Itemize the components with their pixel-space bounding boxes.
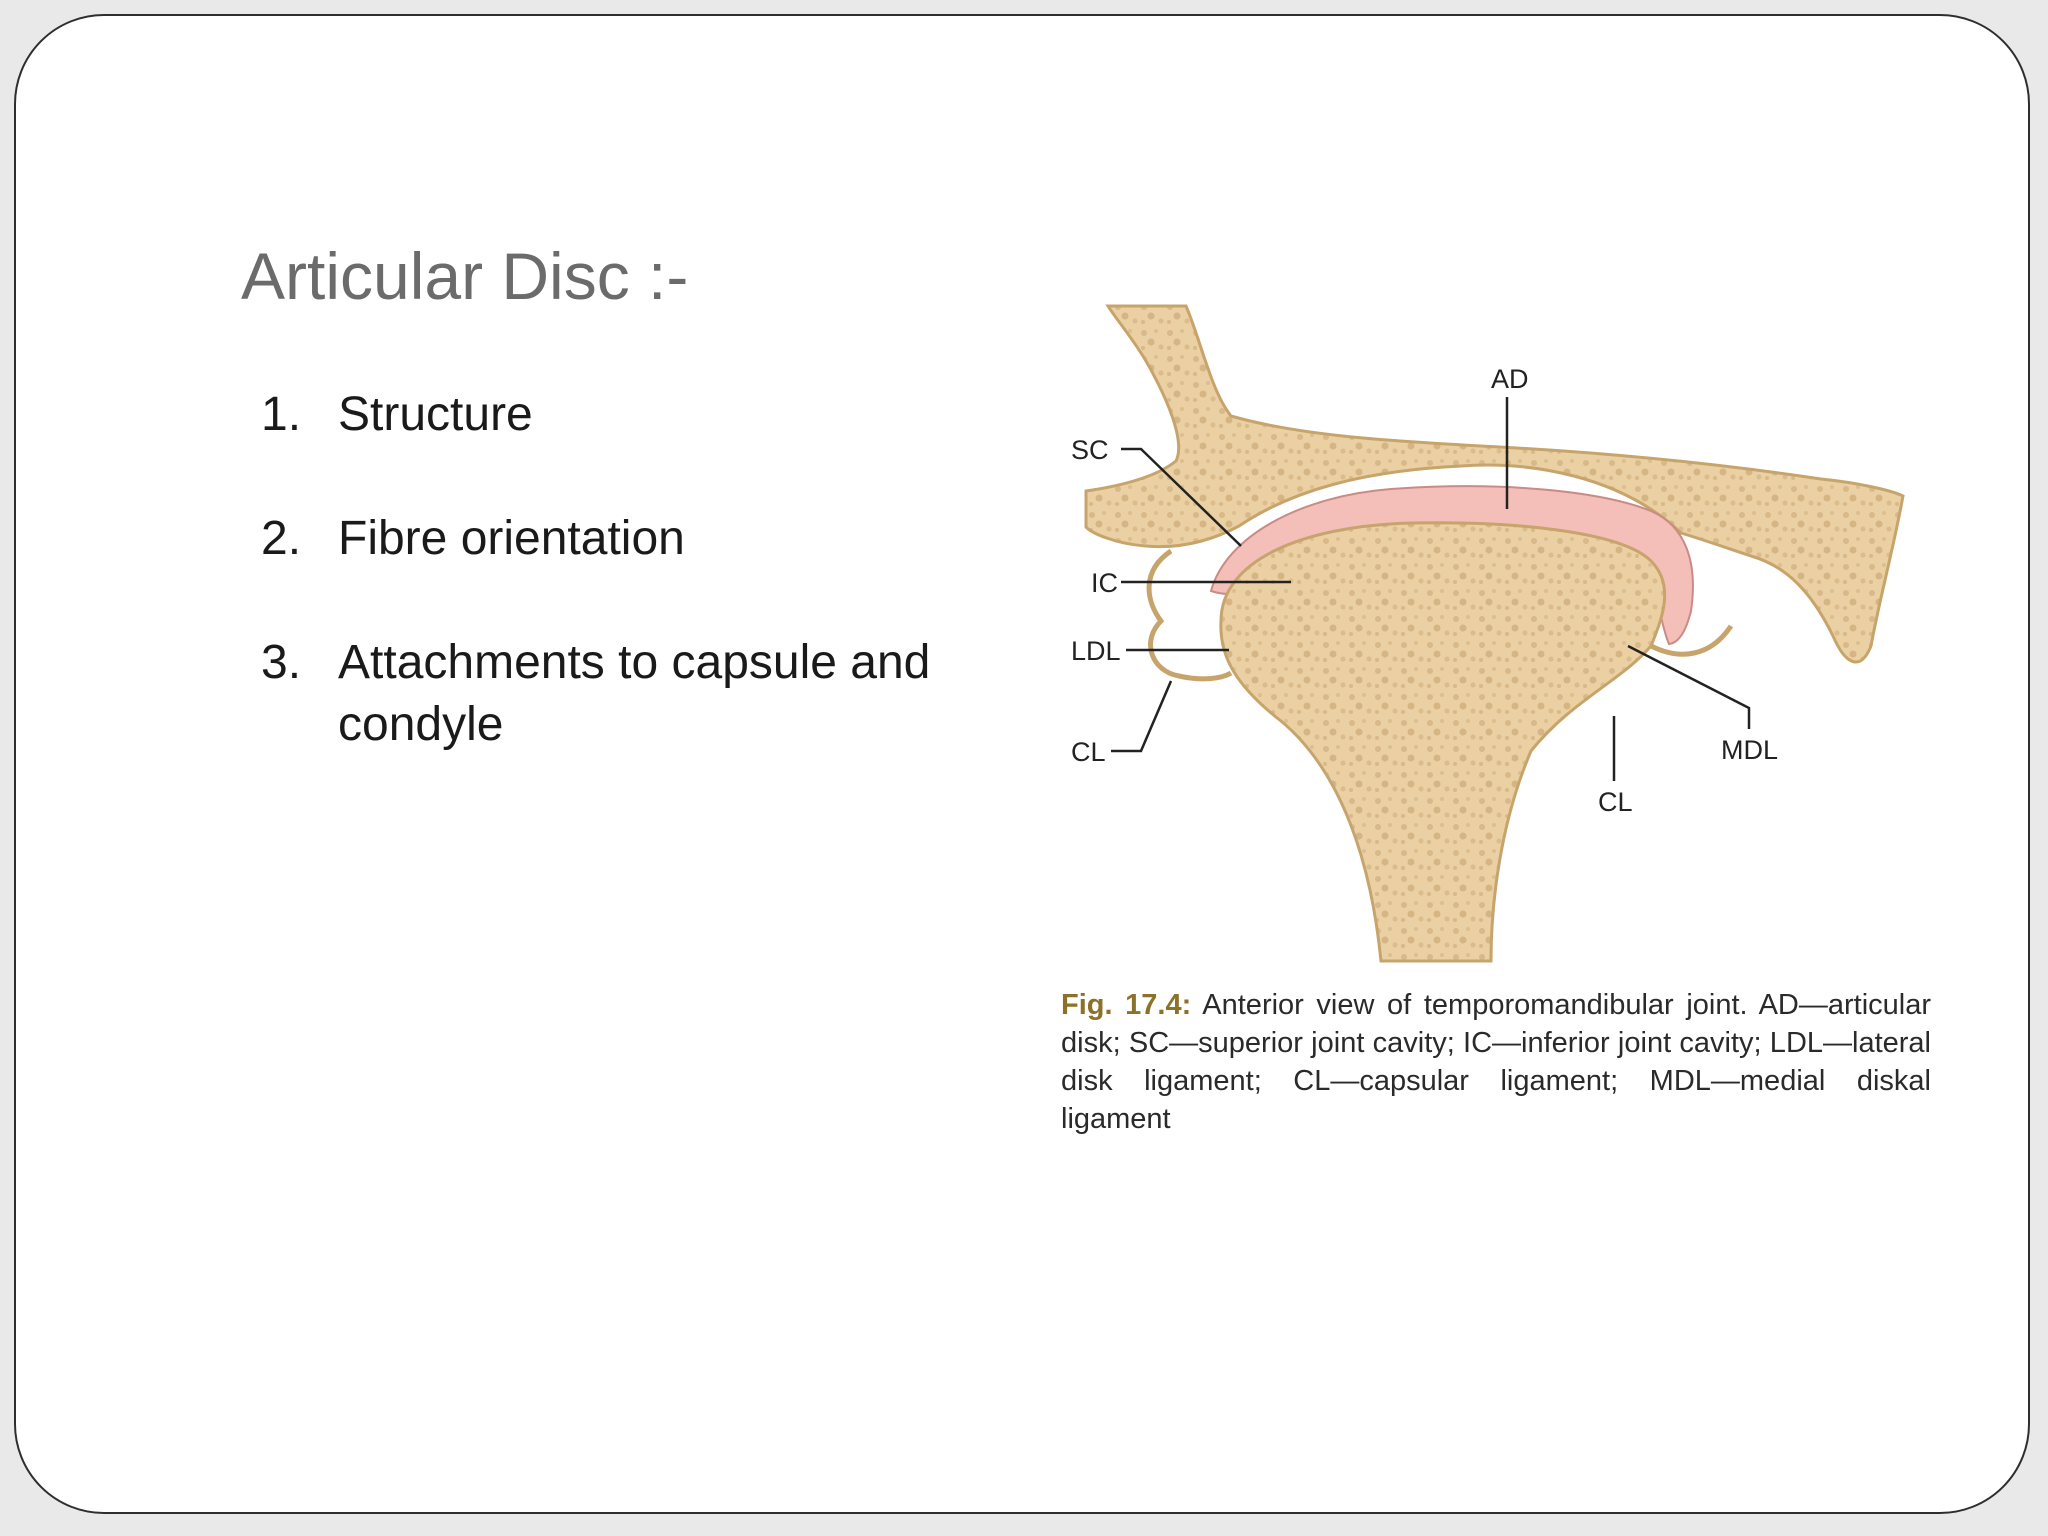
list-item: 3. Attachments to capsule and condyle <box>261 632 961 756</box>
label-ad: AD <box>1491 364 1529 394</box>
medial-capsule <box>1649 624 1734 657</box>
label-ic: IC <box>1091 568 1118 598</box>
label-mdl: MDL <box>1721 735 1778 765</box>
list-item-number: 2. <box>261 512 302 565</box>
temporal-bone <box>1084 304 1905 664</box>
list-item: 1. Structure <box>261 384 961 446</box>
label-ldl: LDL <box>1071 636 1121 666</box>
figure-caption-text: Anterior view of temporomandibular joint… <box>1061 989 1932 1135</box>
list-item-text: Fibre orientation <box>338 512 685 565</box>
leader-lines <box>1111 397 1751 781</box>
list-item-text: Structure <box>338 388 533 441</box>
figure-caption: Fig. 17.4: Anterior view of temporomandi… <box>1061 986 1931 1138</box>
mandibular-condyle <box>1219 521 1667 963</box>
list-item: 2. Fibre orientation <box>261 508 961 570</box>
lateral-capsule <box>1146 548 1233 682</box>
list-item-number: 1. <box>261 388 302 441</box>
label-cl-right: CL <box>1598 787 1633 817</box>
figure-caption-label: Fig. 17.4: <box>1061 989 1192 1021</box>
slide: Articular Disc :- 1. Structure 2. Fibre … <box>14 14 2030 1514</box>
label-cl-left: CL <box>1071 737 1106 767</box>
tmj-anatomy-figure: AD SC IC LDL CL CL MDL <box>1071 304 1905 963</box>
slide-title: Articular Disc :- <box>241 239 689 313</box>
list-item-text: Attachments to capsule and condyle <box>338 636 931 751</box>
list-item-number: 3. <box>261 636 302 689</box>
topic-list: 1. Structure 2. Fibre orientation 3. Att… <box>261 384 961 818</box>
label-sc: SC <box>1071 435 1109 465</box>
